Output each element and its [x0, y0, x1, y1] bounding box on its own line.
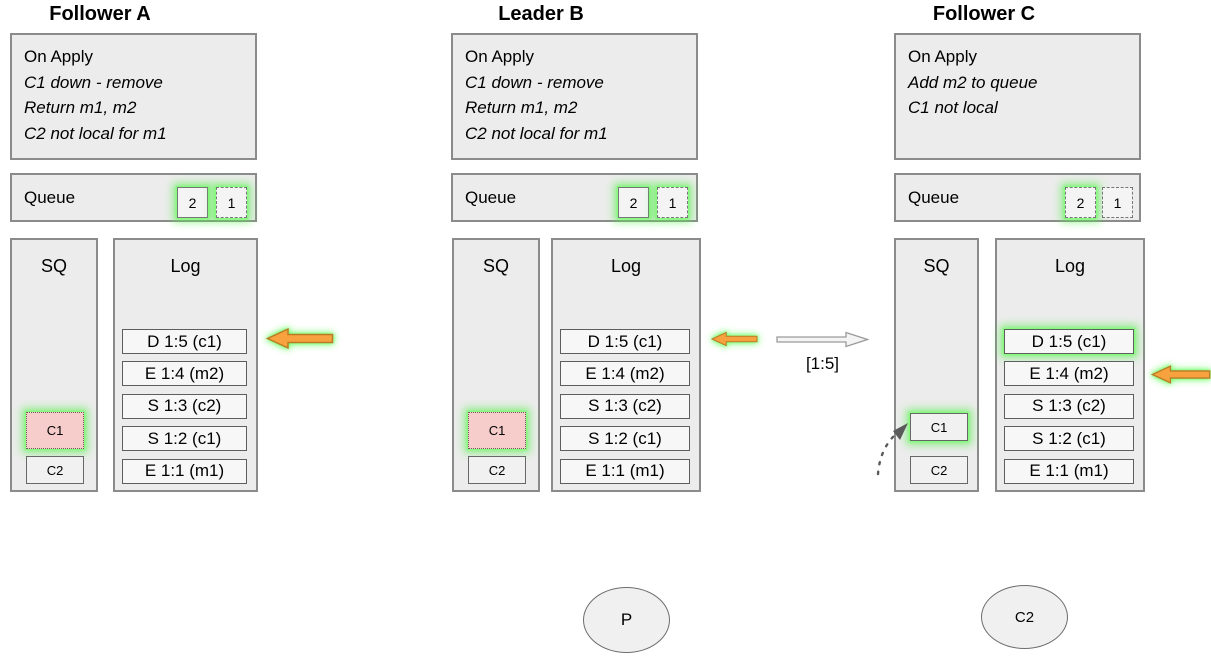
- apply-pointer-arrow-b: [710, 329, 758, 354]
- queue-box-a: Queue 2 1: [10, 173, 257, 222]
- sq-box-a: SQ C1 C2: [10, 238, 98, 492]
- sq-box-b: SQ C1 C2: [452, 238, 540, 492]
- on-apply-box-c: On Apply Add m2 to queue C1 not local: [894, 33, 1141, 160]
- sq-item-c2: C2: [26, 456, 84, 484]
- node-title-follower-c: Follower C: [932, 3, 1036, 25]
- on-apply-line: C1 down - remove: [465, 72, 604, 92]
- log-box-b: Log D 1:5 (c1) E 1:4 (m2) S 1:3 (c2) S 1…: [551, 238, 701, 492]
- on-apply-line: C1 not local: [908, 98, 998, 117]
- replication-arrow-b-to-c: [776, 331, 870, 353]
- on-apply-header: On Apply: [465, 47, 534, 66]
- on-apply-header: On Apply: [908, 47, 977, 66]
- queue-label: Queue: [24, 187, 76, 207]
- on-apply-header: On Apply: [24, 47, 93, 66]
- apply-pointer-arrow-a: [265, 327, 334, 355]
- sq-label: SQ: [40, 256, 67, 276]
- log-label: Log: [610, 256, 642, 276]
- node-title-leader-b: Leader B: [498, 3, 584, 25]
- sq-item-c2: C2: [468, 456, 526, 484]
- log-entry: E 1:1 (m1): [1004, 458, 1134, 484]
- on-apply-line: Return m1, m2: [24, 98, 137, 117]
- sq-item-c2: C2: [910, 456, 968, 484]
- log-entry: S 1:2 (c1): [1004, 426, 1134, 452]
- queue-item-2: 2: [1065, 187, 1096, 218]
- queue-label: Queue: [465, 187, 517, 207]
- log-entry: E 1:4 (m2): [1004, 361, 1134, 387]
- log-entry: S 1:3 (c2): [560, 393, 690, 419]
- queue-item-1: 1: [657, 187, 688, 218]
- log-entry: E 1:4 (m2): [122, 361, 247, 387]
- process-ellipse-c2: C2: [981, 585, 1068, 649]
- log-box-a: Log D 1:5 (c1) E 1:4 (m2) S 1:3 (c2) S 1…: [113, 238, 258, 492]
- on-apply-box-b: On Apply C1 down - remove Return m1, m2 …: [451, 33, 698, 160]
- on-apply-line: C2 not local for m1: [24, 123, 167, 143]
- log-entry: D 1:5 (c1): [122, 329, 247, 354]
- log-entry: S 1:2 (c1): [560, 426, 690, 452]
- apply-pointer-arrow-c: [1150, 362, 1211, 392]
- queue-item-2: 2: [177, 187, 208, 218]
- queue-box-c: Queue 2 1: [894, 173, 1141, 222]
- log-entry: E 1:1 (m1): [122, 458, 247, 484]
- log-entry: E 1:1 (m1): [560, 458, 690, 484]
- log-entry: S 1:2 (c1): [122, 426, 247, 452]
- log-box-c: Log D 1:5 (c1) E 1:4 (m2) S 1:3 (c2) S 1…: [995, 238, 1145, 492]
- sq-box-c: SQ C1 C2: [894, 238, 979, 492]
- on-apply-line: Return m1, m2: [465, 98, 578, 117]
- dotted-arrow-to-c1: [872, 416, 914, 485]
- queue-item-2: 2: [618, 187, 649, 218]
- process-label: C2: [1014, 608, 1035, 626]
- log-entry: D 1:5 (c1): [560, 329, 690, 354]
- sq-item-c1: C1: [26, 412, 84, 449]
- log-label: Log: [170, 256, 201, 276]
- process-label: P: [620, 610, 633, 629]
- log-entry: D 1:5 (c1): [1004, 329, 1134, 354]
- queue-item-1: 1: [216, 187, 247, 218]
- process-ellipse-p: P: [583, 587, 670, 653]
- sq-label: SQ: [482, 256, 509, 276]
- sq-item-c1: C1: [910, 413, 968, 441]
- node-title-follower-a: Follower A: [49, 3, 151, 25]
- on-apply-line: C1 down - remove: [24, 72, 163, 92]
- log-entry: E 1:4 (m2): [560, 361, 690, 387]
- log-label: Log: [1054, 256, 1086, 276]
- queue-item-1: 1: [1102, 187, 1133, 218]
- sq-label: SQ: [923, 256, 950, 276]
- sq-item-c1: C1: [468, 412, 526, 449]
- log-entry: S 1:3 (c2): [1004, 393, 1134, 419]
- log-entry: S 1:3 (c2): [122, 393, 247, 419]
- on-apply-box-a: On Apply C1 down - remove Return m1, m2 …: [10, 33, 257, 160]
- on-apply-line: C2 not local for m1: [465, 123, 608, 143]
- queue-box-b: Queue 2 1: [451, 173, 698, 222]
- on-apply-line: Add m2 to queue: [908, 72, 1038, 92]
- queue-label: Queue: [908, 187, 960, 207]
- replication-range-label: [1:5]: [805, 354, 840, 373]
